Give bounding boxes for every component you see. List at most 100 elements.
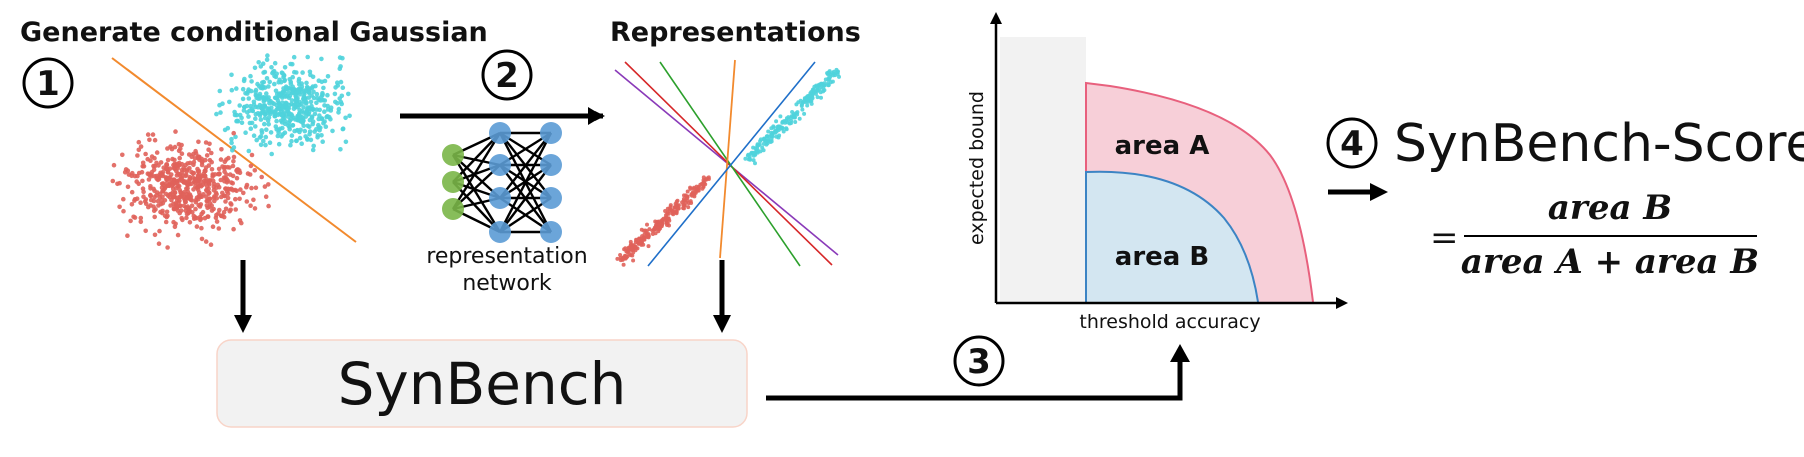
red-point: [218, 157, 224, 162]
cyan-projected-point: [815, 88, 820, 92]
cyan-point: [347, 113, 352, 119]
red-point: [184, 169, 190, 174]
cyan-point: [240, 86, 246, 92]
cyan-point: [288, 61, 293, 67]
cyan-point: [319, 133, 324, 138]
cyan-gaussian-cluster: [214, 53, 352, 157]
cyan-projected-point: [774, 119, 779, 124]
red-point: [230, 163, 236, 169]
step-1-title: Generate conditional Gaussian: [20, 17, 488, 48]
cyan-projected-point: [805, 98, 810, 103]
red-point: [179, 208, 184, 213]
y-axis-label: expected bound: [966, 91, 988, 245]
red-point: [155, 177, 161, 183]
red-point: [163, 219, 169, 225]
red-point: [216, 166, 222, 172]
cyan-projected-point: [807, 93, 812, 98]
cyan-point: [292, 128, 297, 134]
red-point: [209, 167, 215, 172]
red-point: [262, 184, 268, 189]
red-point: [176, 142, 182, 147]
red-point: [157, 228, 162, 234]
cyan-point: [293, 97, 298, 103]
red-point: [202, 178, 207, 183]
red-point: [164, 209, 170, 215]
step-2-panel: 2 representation network: [400, 49, 605, 296]
cyan-point: [346, 91, 351, 97]
cyan-point: [307, 117, 313, 123]
red-point: [141, 189, 146, 195]
red-point: [191, 151, 196, 157]
red-point: [263, 194, 269, 199]
cyan-point: [296, 90, 301, 95]
cyan-point: [310, 121, 316, 127]
cyan-projected-point: [790, 110, 795, 114]
step-4-number: 4: [1340, 124, 1364, 164]
red-point: [222, 159, 228, 165]
cyan-projected-point: [796, 100, 801, 105]
cyan-projected-point: [774, 129, 779, 134]
cyan-point: [310, 107, 316, 113]
red-point: [244, 184, 249, 190]
red-point: [212, 172, 218, 177]
cyan-point: [310, 84, 316, 89]
cyan-point: [278, 79, 284, 85]
red-point: [199, 194, 205, 199]
cyan-point: [281, 74, 286, 80]
step-2-number: 2: [495, 56, 519, 96]
red-point: [148, 203, 153, 208]
red-point: [156, 203, 161, 208]
cyan-point: [275, 106, 281, 111]
cyan-point: [234, 86, 239, 91]
red-point: [223, 206, 229, 212]
red-point: [128, 218, 133, 224]
red-point: [136, 147, 142, 153]
cyan-point: [287, 77, 293, 82]
red-point: [205, 205, 210, 211]
red-point: [125, 233, 130, 238]
red-point: [149, 169, 155, 175]
cyan-point: [335, 80, 340, 85]
red-point: [164, 162, 170, 167]
red-projected-point: [647, 227, 652, 232]
red-projected-point: [652, 227, 657, 232]
cyan-point: [296, 76, 302, 82]
red-point: [150, 132, 156, 137]
red-projected-point: [682, 206, 686, 211]
cyan-point: [311, 89, 316, 95]
red-projected-point: [692, 194, 697, 199]
synbench-label: SynBench: [338, 350, 627, 418]
red-projected-point: [689, 201, 694, 205]
red-point: [111, 162, 117, 168]
red-point: [227, 208, 232, 214]
cyan-point: [325, 74, 331, 79]
red-point: [140, 160, 146, 166]
red-point: [222, 193, 228, 199]
red-point: [151, 198, 157, 204]
red-point: [130, 170, 135, 176]
cyan-point: [289, 90, 295, 96]
cyan-point: [245, 110, 250, 115]
cyan-point: [253, 124, 258, 129]
red-point: [179, 161, 185, 167]
network-node: [442, 171, 464, 193]
network-node: [489, 187, 511, 209]
red-point: [209, 208, 215, 213]
cyan-point: [243, 130, 248, 135]
cyan-point: [305, 54, 311, 60]
red-point: [207, 196, 213, 202]
cyan-projected-point: [834, 67, 839, 72]
red-point: [212, 194, 217, 199]
cyan-point: [263, 142, 268, 148]
red-projected-point: [623, 246, 628, 251]
cyan-projected-point: [797, 116, 802, 121]
red-point: [167, 175, 173, 180]
network-node: [540, 122, 562, 144]
cyan-point: [251, 133, 257, 138]
cyan-point: [323, 124, 329, 129]
cyan-projected-point: [766, 129, 771, 134]
cyan-point: [218, 110, 223, 115]
cyan-point: [287, 111, 292, 116]
red-point: [222, 169, 227, 175]
cyan-point: [322, 109, 327, 114]
